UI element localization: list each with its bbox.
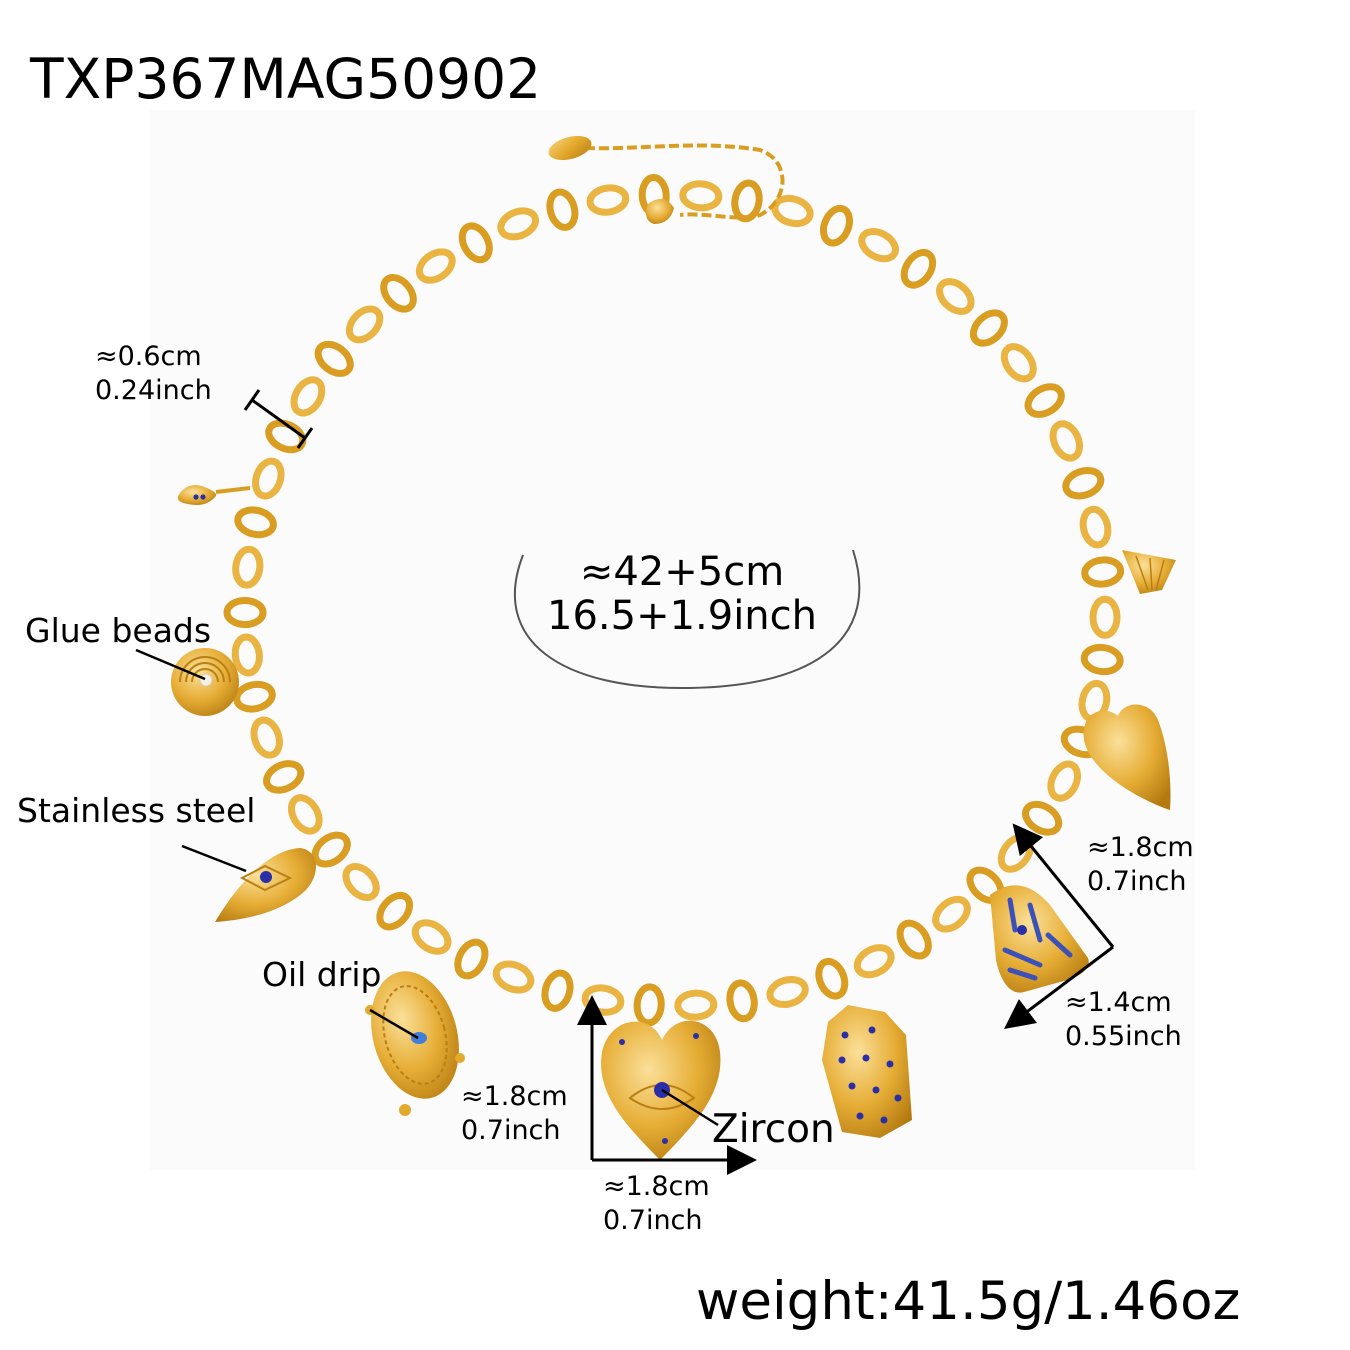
heart-dimension-arrows — [577, 995, 757, 1175]
label-stainless-steel: Stainless steel — [17, 791, 256, 830]
extender-chain — [548, 135, 785, 224]
length-inch: 16.5+1.9inch — [547, 593, 817, 639]
triangle-width-inch: 0.55inch — [1065, 1021, 1182, 1052]
label-zircon: Zircon — [712, 1107, 835, 1152]
triangle-height-inch: 0.7inch — [1087, 866, 1187, 897]
link-width-label: ≈0.6cm 0.24inch — [95, 340, 212, 408]
heart-height-inch: 0.7inch — [461, 1115, 561, 1146]
heart-height-label: ≈1.8cm 0.7inch — [461, 1080, 568, 1148]
lobster-clasp-icon — [646, 198, 674, 224]
product-sku: TXP367MAG50902 — [30, 47, 542, 111]
triangle-width-cm: ≈1.4cm — [1065, 987, 1172, 1018]
callout-lines — [135, 648, 719, 1127]
charm-heart-evil-eye-icon — [601, 1020, 721, 1160]
link-width-cm: ≈0.6cm — [95, 341, 202, 372]
charm-fan-shell-drop-icon — [177, 485, 251, 505]
label-glue-beads: Glue beads — [25, 611, 212, 650]
charm-tag-zircon-stars-icon — [822, 1005, 912, 1138]
heart-height-cm: ≈1.8cm — [461, 1081, 568, 1112]
triangle-height-label: ≈1.8cm 0.7inch — [1087, 831, 1194, 899]
extender-tag-icon — [548, 135, 592, 161]
photo-background — [150, 110, 1195, 1170]
chain — [223, 174, 1125, 1027]
heart-width-label: ≈1.8cm 0.7inch — [603, 1170, 710, 1238]
label-oil-drip: Oil drip — [262, 955, 382, 994]
product-weight: weight:41.5g/1.46oz — [696, 1271, 1241, 1332]
necklace-length-label: ≈42+5cm 16.5+1.9inch — [522, 550, 842, 638]
triangle-width-label: ≈1.4cm 0.55inch — [1065, 986, 1182, 1054]
link-width-inch: 0.24inch — [95, 375, 212, 406]
heart-width-inch: 0.7inch — [603, 1205, 703, 1236]
charm-puffy-heart-icon — [1083, 704, 1171, 810]
charm-swirl-pearl-icon — [171, 648, 239, 716]
triangle-dimension-arrows — [1004, 823, 1115, 1030]
triangle-height-cm: ≈1.8cm — [1087, 832, 1194, 863]
charm-triangle-enamel-eye-icon — [990, 885, 1089, 993]
charm-teardrop-evil-eye-icon — [215, 848, 317, 922]
length-ellipse-arc — [513, 549, 861, 690]
link-width-measure-icon — [243, 389, 314, 449]
length-cm: ≈42+5cm — [579, 549, 785, 595]
charm-fan-shell-icon — [1122, 550, 1176, 594]
heart-width-cm: ≈1.8cm — [603, 1171, 710, 1202]
